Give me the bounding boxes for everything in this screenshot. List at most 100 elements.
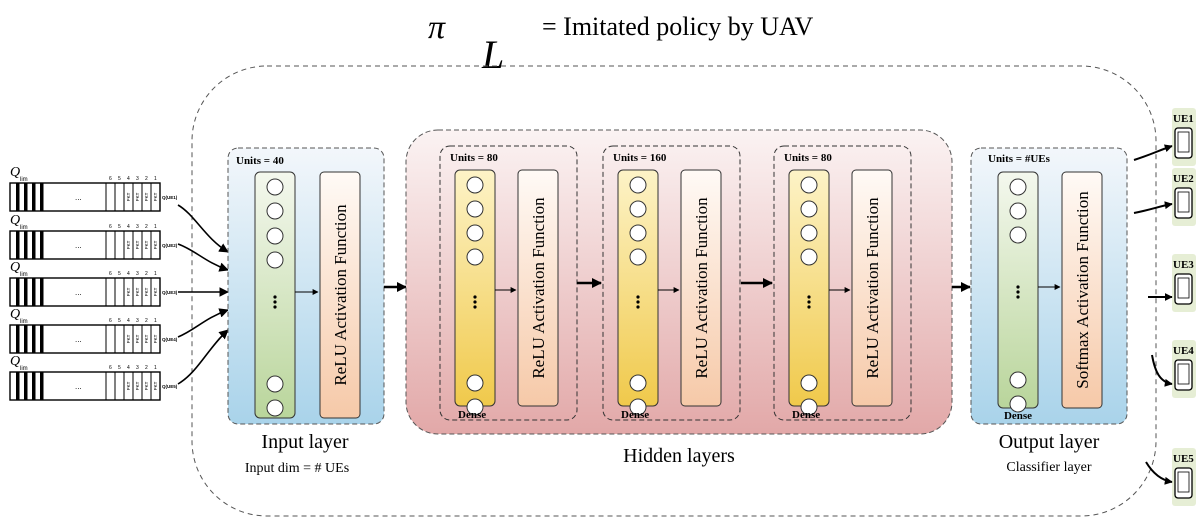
queue-slot-number: 6 bbox=[109, 365, 112, 371]
queue-packet: PKT bbox=[144, 192, 149, 201]
queue-packet: PKT bbox=[153, 240, 158, 249]
input-layer: Units = 40 ReLU Activation Function Inpu… bbox=[227, 147, 385, 476]
queue-subscript: lim bbox=[20, 225, 28, 231]
queue-stripe bbox=[32, 325, 36, 353]
queue-slot-number: 3 bbox=[136, 224, 139, 230]
queue-packet: PKT bbox=[126, 334, 131, 343]
queue-label: Q(UE3) bbox=[162, 290, 178, 295]
queue-stripe bbox=[40, 278, 44, 306]
queue-stripe bbox=[24, 183, 28, 211]
queue-slot-number: 1 bbox=[154, 176, 157, 182]
queue-ellipsis: ... bbox=[75, 193, 82, 202]
queue-stripe bbox=[24, 231, 28, 259]
hidden-block-box bbox=[602, 145, 741, 421]
hidden-neuron bbox=[466, 398, 484, 416]
queue-stripe bbox=[32, 278, 36, 306]
queue-stripe bbox=[16, 278, 20, 306]
ue-arrows bbox=[1133, 144, 1173, 485]
queue-packet: PKT bbox=[126, 192, 131, 201]
queue-slot-number: 2 bbox=[145, 365, 148, 371]
queue-symbol: Q bbox=[10, 260, 20, 275]
hidden-activation-label: ReLU Activation Function bbox=[529, 197, 548, 379]
hidden-layers-name: Hidden layers bbox=[623, 445, 735, 467]
hidden-ellipsis-dot bbox=[473, 295, 477, 299]
queue-stripe bbox=[16, 325, 20, 353]
queue-packet: PKT bbox=[135, 381, 140, 390]
output-activation-box bbox=[1061, 171, 1103, 409]
input-layer-box bbox=[227, 147, 385, 425]
queue-packet: PKT bbox=[126, 381, 131, 390]
queue-arrows bbox=[177, 204, 229, 385]
hidden-ellipsis-dot bbox=[473, 305, 477, 309]
queue-label: Q(UE4) bbox=[162, 337, 178, 342]
queue-packet: PKT bbox=[135, 334, 140, 343]
queue-packet: PKT bbox=[153, 381, 158, 390]
hidden-ellipsis-dot bbox=[636, 300, 640, 304]
input-units-label: Units = 40 bbox=[236, 155, 284, 167]
input-layer-caption: Input dim = # UEs bbox=[245, 461, 349, 476]
queue-packet: PKT bbox=[135, 287, 140, 296]
queue-packet: PKT bbox=[135, 192, 140, 201]
ue-label: UE5 bbox=[1173, 453, 1194, 465]
queue-stripe bbox=[40, 325, 44, 353]
ue-label: UE3 bbox=[1173, 259, 1194, 271]
input-neurons bbox=[266, 178, 284, 417]
queue-slot-number: 1 bbox=[154, 271, 157, 277]
queue-packet: PKT bbox=[144, 287, 149, 296]
queue-stripe bbox=[32, 372, 36, 400]
output-layer-caption: Classifier layer bbox=[1006, 460, 1091, 475]
ue-5: UE5 bbox=[1172, 448, 1196, 506]
queue-symbol: Q bbox=[10, 213, 20, 228]
queue-ellipsis: ... bbox=[75, 382, 82, 391]
hidden-neuron bbox=[800, 200, 818, 218]
hidden-neuron bbox=[629, 374, 647, 392]
queue-slot-number: 6 bbox=[109, 271, 112, 277]
ue-2: UE2 bbox=[1172, 168, 1196, 226]
queue-slot-number: 4 bbox=[127, 271, 130, 277]
queue-stripe bbox=[40, 372, 44, 400]
hidden-neuron bbox=[466, 374, 484, 392]
title-text: = Imitated policy by UAV bbox=[542, 12, 813, 41]
output-layer-name: Output layer bbox=[999, 431, 1100, 453]
queue-subscript: lim bbox=[20, 366, 28, 372]
hidden-neuron bbox=[800, 176, 818, 194]
hidden-neuron bbox=[800, 398, 818, 416]
hidden-activation-box bbox=[517, 169, 559, 407]
queue-slot-number: 1 bbox=[154, 365, 157, 371]
queue-slot-number: 3 bbox=[136, 176, 139, 182]
queue-slot-number: 4 bbox=[127, 224, 130, 230]
queue-label: Q(UE5) bbox=[162, 384, 178, 389]
hidden-ellipsis-dot bbox=[636, 295, 640, 299]
hidden-neuron bbox=[800, 374, 818, 392]
hidden-neuron bbox=[629, 200, 647, 218]
hidden-ellipsis-dot bbox=[636, 305, 640, 309]
queue-packet: PKT bbox=[144, 240, 149, 249]
hidden-units-label: Units = 160 bbox=[613, 152, 667, 164]
hidden-neuron bbox=[629, 248, 647, 266]
queue-slot-number: 2 bbox=[145, 176, 148, 182]
queue-slot-number: 2 bbox=[145, 224, 148, 230]
queue-slot-number: 5 bbox=[118, 271, 121, 277]
queue-slot-number: 3 bbox=[136, 318, 139, 324]
queue-subscript: lim bbox=[20, 272, 28, 278]
queue-packet: PKT bbox=[153, 192, 158, 201]
ue-4: UE4 bbox=[1172, 340, 1196, 398]
queue-slot-number: 1 bbox=[154, 224, 157, 230]
queue-slot-number: 3 bbox=[136, 365, 139, 371]
queue-slot-number: 4 bbox=[127, 318, 130, 324]
queue-stripe bbox=[32, 231, 36, 259]
hidden-neuron bbox=[629, 176, 647, 194]
hidden-activation-box bbox=[851, 169, 893, 407]
hidden-neuron bbox=[629, 398, 647, 416]
queue-symbol: Q bbox=[10, 354, 20, 369]
ue-label: UE4 bbox=[1173, 345, 1194, 357]
